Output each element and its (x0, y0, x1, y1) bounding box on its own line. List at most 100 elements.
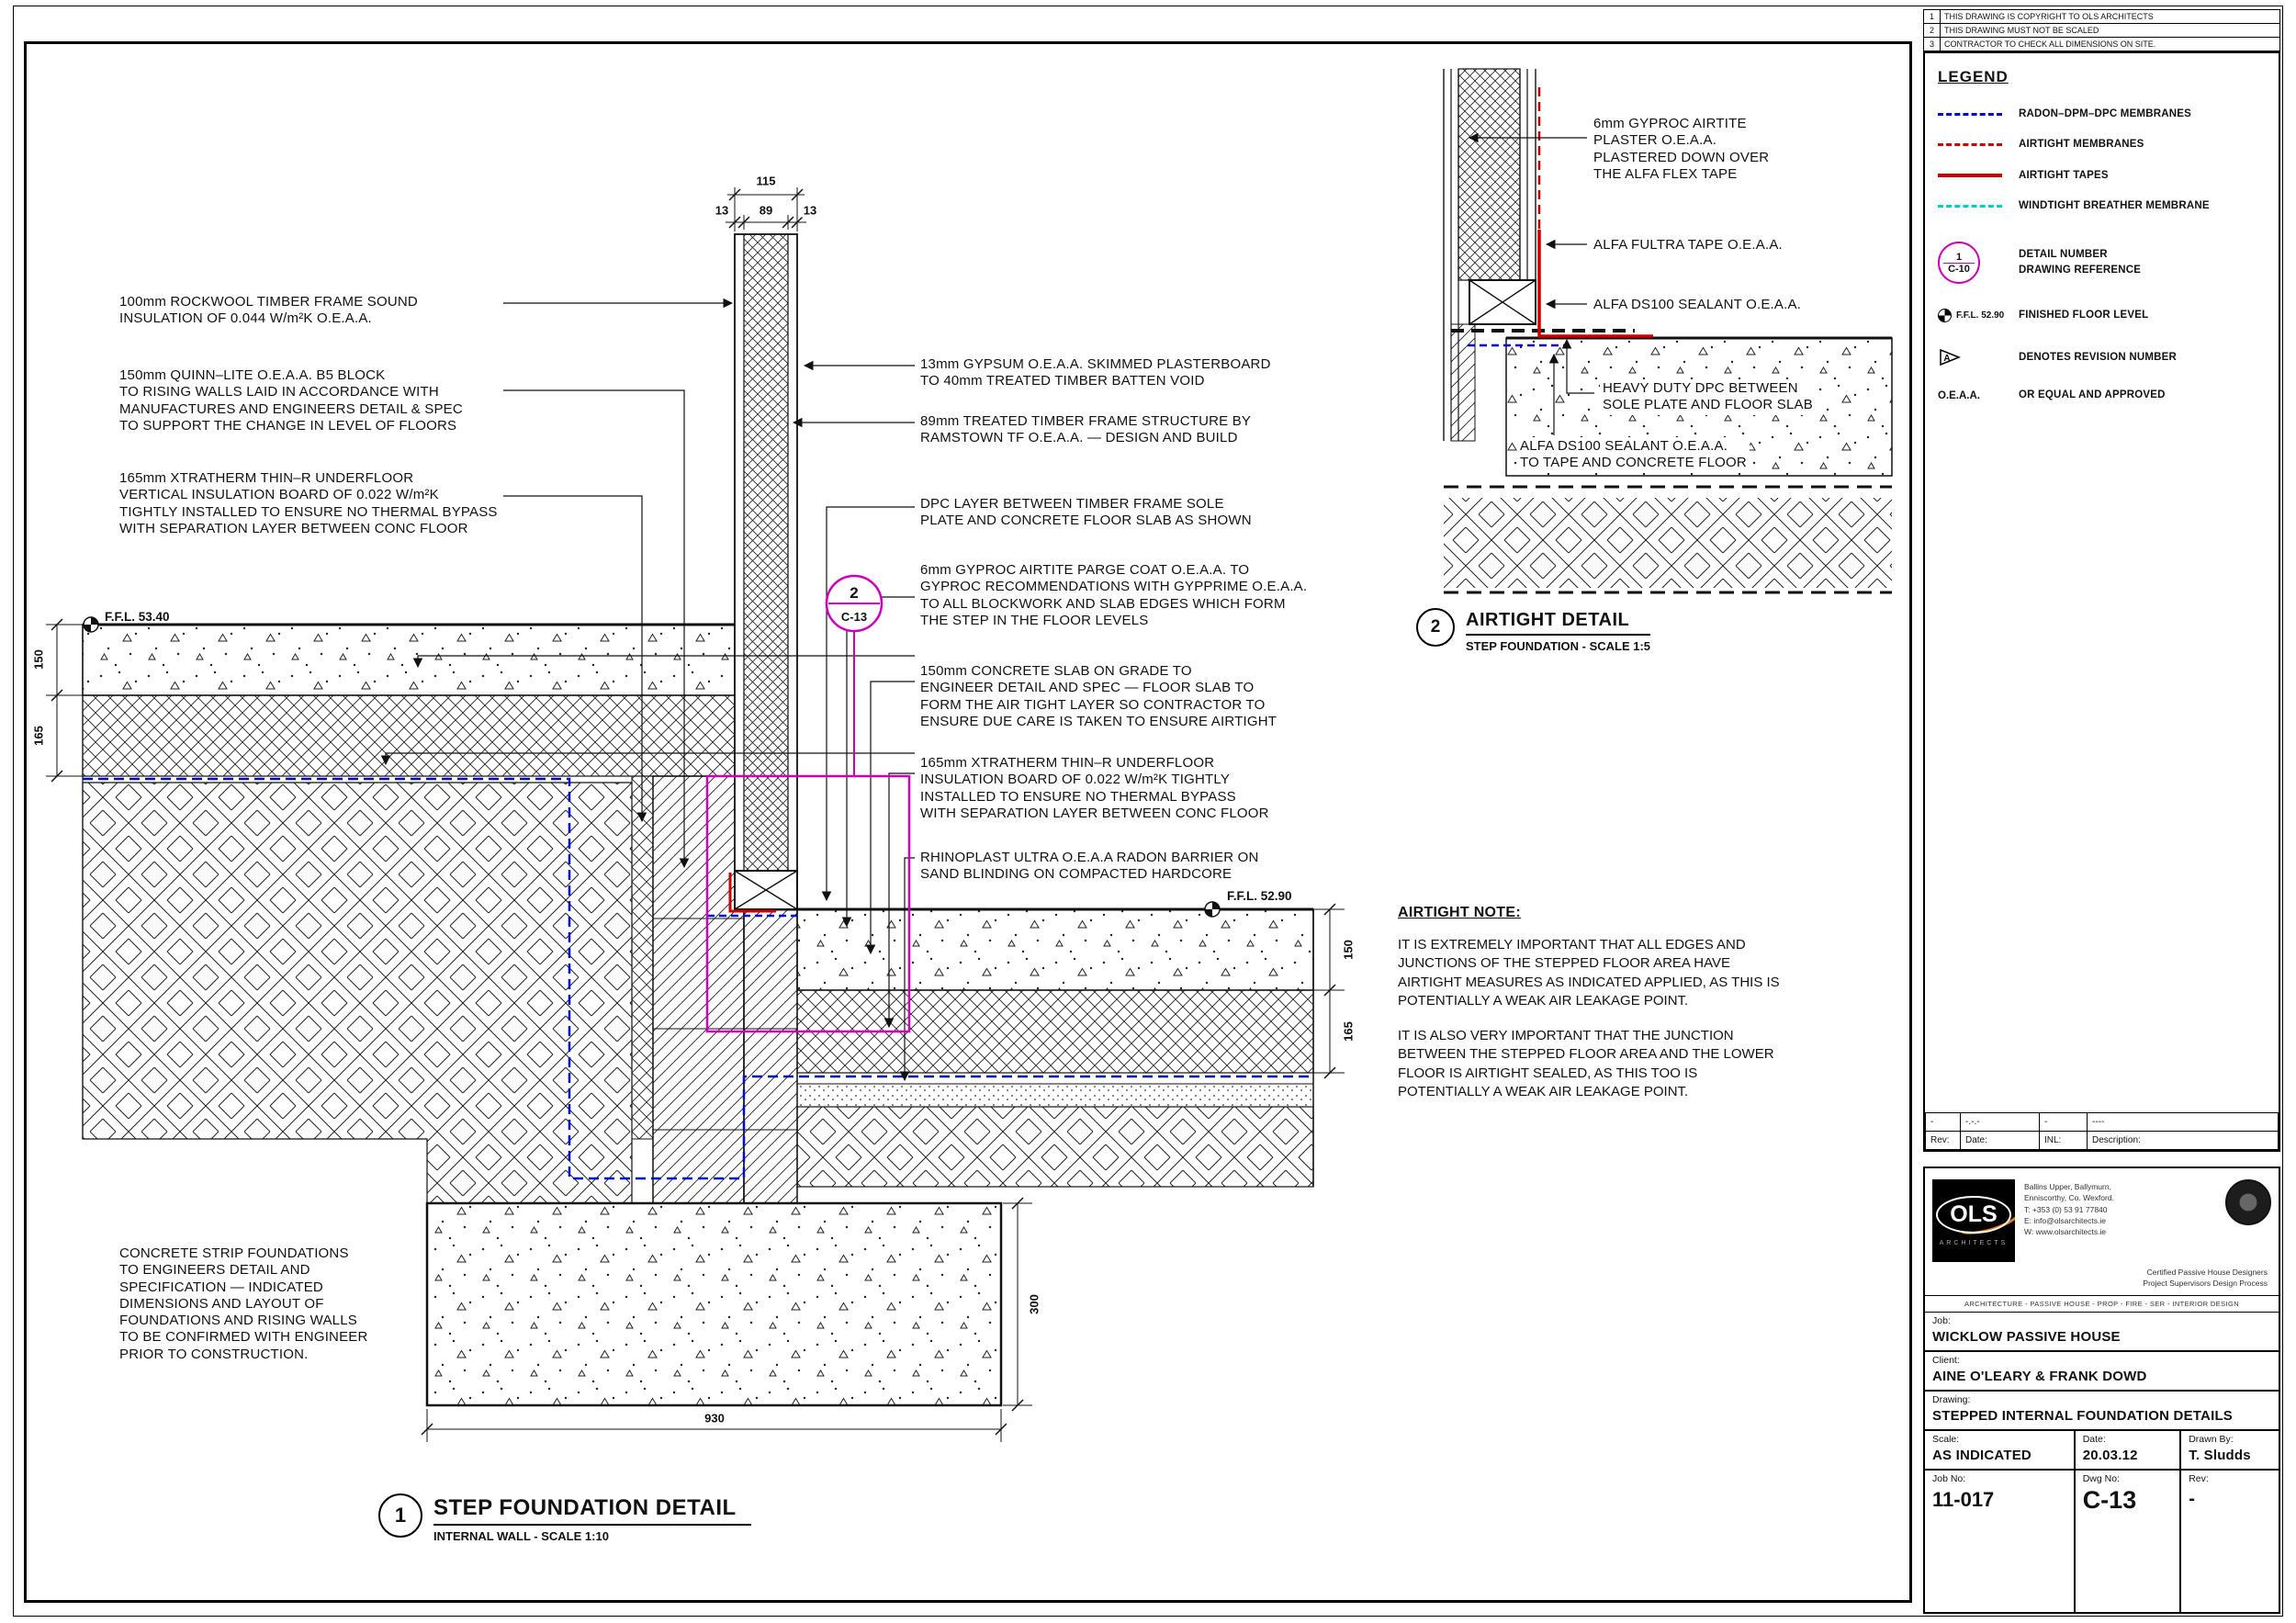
detail2-wall (1443, 68, 1536, 442)
detail2-airtight-layers (1468, 87, 1653, 347)
dim-upper-slab: 150 (31, 649, 46, 670)
ffl-label-lower: F.F.L. 52.90 (1227, 889, 1292, 903)
lower-floor (735, 907, 1314, 1188)
svg-text:A: A (1943, 354, 1950, 364)
annotation-xtratherm-vertical: 165mm XTRATHERM THIN–R UNDERFLOOR VERTIC… (119, 470, 498, 536)
dim-lower-slab: 150 (1341, 940, 1356, 960)
annotation-radon-barrier: RHINOPLAST ULTRA O.E.A.A RADON BARRIER O… (920, 850, 1259, 883)
legend-item-windtight: WINDTIGHT BREATHER MEMBRANE (1938, 198, 2269, 214)
date-cell: Date: 20.03.12 (2073, 1430, 2180, 1469)
title-block: OLS ARCHITECTS Ballins Upper, Ballymurn,… (1923, 1167, 2280, 1614)
logo-text: OLS (1936, 1195, 2011, 1234)
annotation-fultra-tape: ALFA FULTRA TAPE O.E.A.A. (1593, 237, 1783, 253)
annotation-rockwool: 100mm ROCKWOOL TIMBER FRAME SOUND INSULA… (119, 294, 418, 327)
legend-item-detail-symbol: 1 C-10 DETAIL NUMBER DRAWING REFERENCE (1938, 242, 2269, 284)
dwg-no-value: C-13 (2082, 1485, 2137, 1514)
ffl-icon (1938, 309, 1952, 323)
airtight-tape-swatch (1938, 174, 2002, 178)
legend-item-ffl: F.F.L. 52.90 FINISHED FLOOR LEVEL (1938, 308, 2269, 323)
dim-foundation-depth: 300 (1027, 1294, 1041, 1314)
detail2-number-bubble: 2 (1416, 608, 1455, 647)
sheet-border (13, 6, 2283, 1617)
annotation-ds100-sealant: ALFA DS100 SEALANT O.E.A.A. (1593, 297, 1802, 312)
annotation-concrete-slab: 150mm CONCRETE SLAB ON GRADE TO ENGINEER… (920, 663, 1277, 729)
ffl-marker-upper (83, 616, 99, 633)
detail1-drawing: 2 C-13 (46, 187, 1345, 1442)
numbers-row: Job No: 11-017 Dwg No: C-13 Rev: - (1925, 1470, 2279, 1612)
annotation-parge-coat: 6mm GYPROC AIRTITE PARGE COAT O.E.A.A. T… (920, 562, 1308, 628)
note-number: 3 (1923, 37, 1941, 51)
scale-value: AS INDICATED (1932, 1447, 2032, 1463)
job-value: WICKLOW PASSIVE HOUSE (1932, 1328, 2121, 1345)
firm-certifications: Certified Passive House Designers Projec… (2143, 1268, 2268, 1288)
dim-upper-insulation: 165 (31, 726, 46, 746)
radon-membrane-swatch (1938, 113, 2002, 117)
ols-logo: OLS ARCHITECTS (1932, 1179, 2015, 1262)
firm-identity-row: OLS ARCHITECTS Ballins Upper, Ballymurn,… (1925, 1168, 2279, 1268)
vertical-insulation-board (631, 775, 654, 1140)
airtight-note-title: AIRTIGHT NOTE: (1398, 905, 1521, 920)
dwg-no-cell: Dwg No: C-13 (2073, 1470, 2180, 1612)
airtight-note-para2: IT IS ALSO VERY IMPORTANT THAT THE JUNCT… (1398, 1028, 1774, 1099)
strip-foundation (425, 1201, 1003, 1407)
note-number: 2 (1923, 23, 1941, 38)
detail1-subtitle: INTERNAL WALL - SCALE 1:10 (433, 1529, 609, 1543)
revision-strip: - -.-.- - ---- Rev: Date: INL: Descripti… (1925, 1112, 2279, 1150)
drawn-by-value: T. Sludds (2189, 1447, 2251, 1463)
detail1-title-text: STEP FOUNDATION DETAIL (433, 1493, 751, 1526)
firm-address: Ballins Upper, Ballymurn, Enniscorthy, C… (2024, 1182, 2114, 1237)
scale-date-drawn-row: Scale: AS INDICATED Date: 20.03.12 Drawn… (1925, 1430, 2279, 1471)
detail-ref-number: 2 (850, 584, 858, 602)
drawing-value: STEPPED INTERNAL FOUNDATION DETAILS (1932, 1407, 2234, 1424)
detail-reference-icon: 1 C-10 (1938, 242, 1980, 284)
dimension-lines (46, 187, 1345, 1442)
detail2-leaders (1468, 132, 1594, 435)
detail2-subtitle: STEP FOUNDATION - SCALE 1:5 (1466, 639, 1651, 653)
date-value: 20.03.12 (2082, 1447, 2138, 1463)
upper-floor (82, 623, 736, 1204)
ffl-marker-lower (1204, 901, 1221, 918)
annotation-underfloor-insulation: 165mm XTRATHERM THIN–R UNDERFLOOR INSULA… (920, 755, 1269, 821)
legend-item-airtight-tape: AIRTIGHT TAPES (1938, 168, 2269, 184)
drawing-frame (24, 41, 1912, 1603)
legend: LEGEND RADON–DPM–DPC MEMBRANES AIRTIGHT … (1923, 51, 2280, 1152)
legend-title: LEGEND (1938, 68, 2009, 85)
note-number: 1 (1923, 9, 1941, 24)
client-value: AINE O'LEARY & FRANK DOWD (1932, 1368, 2147, 1384)
annotation-heavy-dpc: HEAVY DUTY DPC BETWEEN SOLE PLATE AND FL… (1600, 379, 1816, 415)
radon-barrier-line (83, 777, 1313, 1180)
job-no-value: 11-017 (1932, 1487, 1995, 1511)
dim-wall-total: 115 (754, 174, 778, 188)
detail1-number-bubble: 1 (378, 1493, 422, 1538)
annotation-ds100-tape: ALFA DS100 SEALANT O.E.A.A. TO TAPE AND … (1517, 437, 1750, 473)
drawing-row: Drawing: STEPPED INTERNAL FOUNDATION DET… (1925, 1392, 2279, 1431)
detail1-title: 1 STEP FOUNDATION DETAIL INTERNAL WALL -… (378, 1493, 751, 1543)
windtight-membrane-swatch (1938, 204, 2002, 208)
revision-headers-row: Rev: Date: INL: Description: (1925, 1131, 2279, 1150)
airtight-membrane-swatch (1938, 143, 2002, 147)
dim-wall-part-2: 89 (757, 203, 775, 218)
annotation-gypsum: 13mm GYPSUM O.E.A.A. SKIMMED PLASTERBOAR… (920, 356, 1271, 389)
detail2-drawing (1443, 68, 1893, 594)
firm-services-band: ARCHITECTURE - PASSIVE HOUSE - PROP - FI… (1925, 1294, 2279, 1313)
job-row: Job: WICKLOW PASSIVE HOUSE (1925, 1313, 2279, 1352)
legend-item-airtight-membrane: AIRTIGHT MEMBRANES (1938, 137, 2269, 152)
legend-item-radon: RADON–DPM–DPC MEMBRANES (1938, 107, 2269, 122)
client-row: Client: AINE O'LEARY & FRANK DOWD (1925, 1352, 2279, 1392)
annotation-quinnlite: 150mm QUINN–LITE O.E.A.A. B5 BLOCK TO RI… (119, 367, 463, 434)
annotation-timber-frame: 89mm TREATED TIMBER FRAME STRUCTURE BY R… (920, 413, 1252, 446)
revision-triangle-icon: A (1940, 349, 1962, 366)
annotation-foundation: CONCRETE STRIP FOUNDATIONS TO ENGINEERS … (119, 1245, 368, 1362)
annotation-airtite-plaster: 6mm GYPROC AIRTITE PLASTER O.E.A.A. PLAS… (1593, 116, 1770, 182)
annotation-dpc-layer: DPC LAYER BETWEEN TIMBER FRAME SOLE PLAT… (920, 496, 1252, 529)
dim-wall-part-3: 13 (801, 203, 819, 218)
note-text: THIS DRAWING MUST NOT BE SCALED (1940, 23, 2280, 38)
rev-cell: Rev: - (2179, 1470, 2279, 1612)
note-text: CONTRACTOR TO CHECK ALL DIMENSIONS ON SI… (1940, 37, 2280, 51)
